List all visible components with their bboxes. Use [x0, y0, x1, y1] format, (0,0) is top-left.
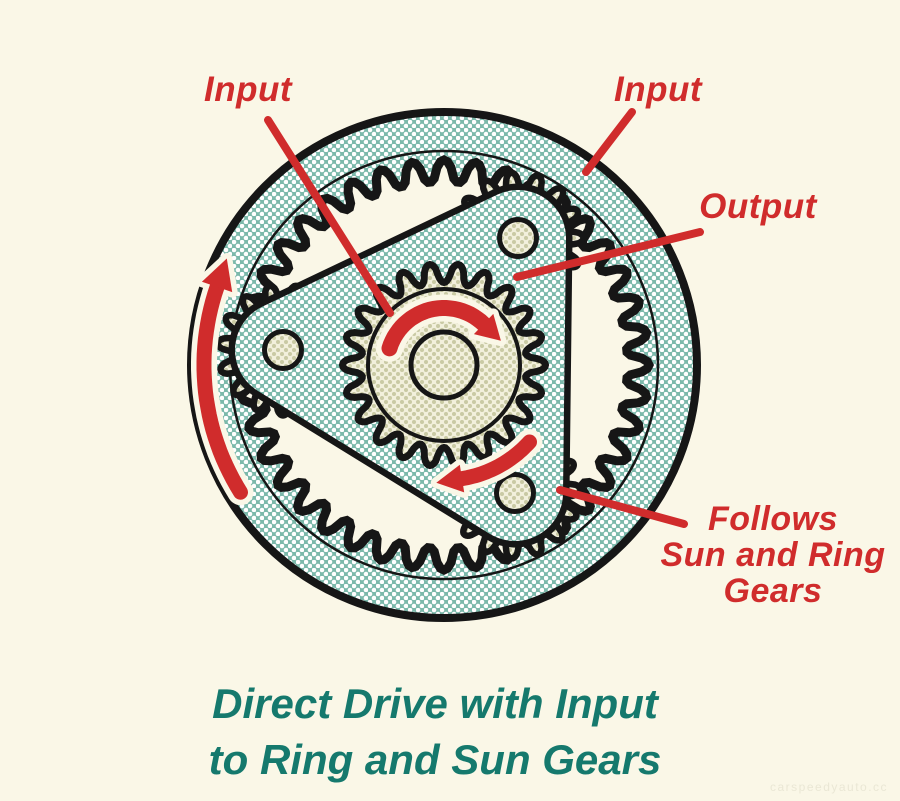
watermark: carspeedyauto.cc	[770, 780, 889, 794]
leader-output	[513, 228, 704, 281]
leader-lines	[264, 108, 704, 528]
leader-follows	[556, 486, 688, 528]
carrier-pin-hole	[262, 329, 304, 371]
carrier-rotation-arrow	[430, 429, 543, 498]
sun-rotation-arrow	[376, 294, 507, 362]
leader-input-right	[582, 108, 636, 176]
carrier-pin-hole	[494, 472, 536, 514]
ring-rotation-arrow	[191, 253, 254, 506]
input-label-right: Input	[613, 70, 703, 109]
leader-input-left	[264, 116, 394, 317]
follows-label: Follows Sun and Ring Gears	[660, 500, 886, 610]
figure-title: Direct Drive with Input to Ring and Sun …	[208, 680, 662, 783]
input-label-left: Input	[203, 70, 293, 109]
carrier-pin-hole	[497, 217, 539, 259]
output-label: Output	[699, 187, 817, 226]
